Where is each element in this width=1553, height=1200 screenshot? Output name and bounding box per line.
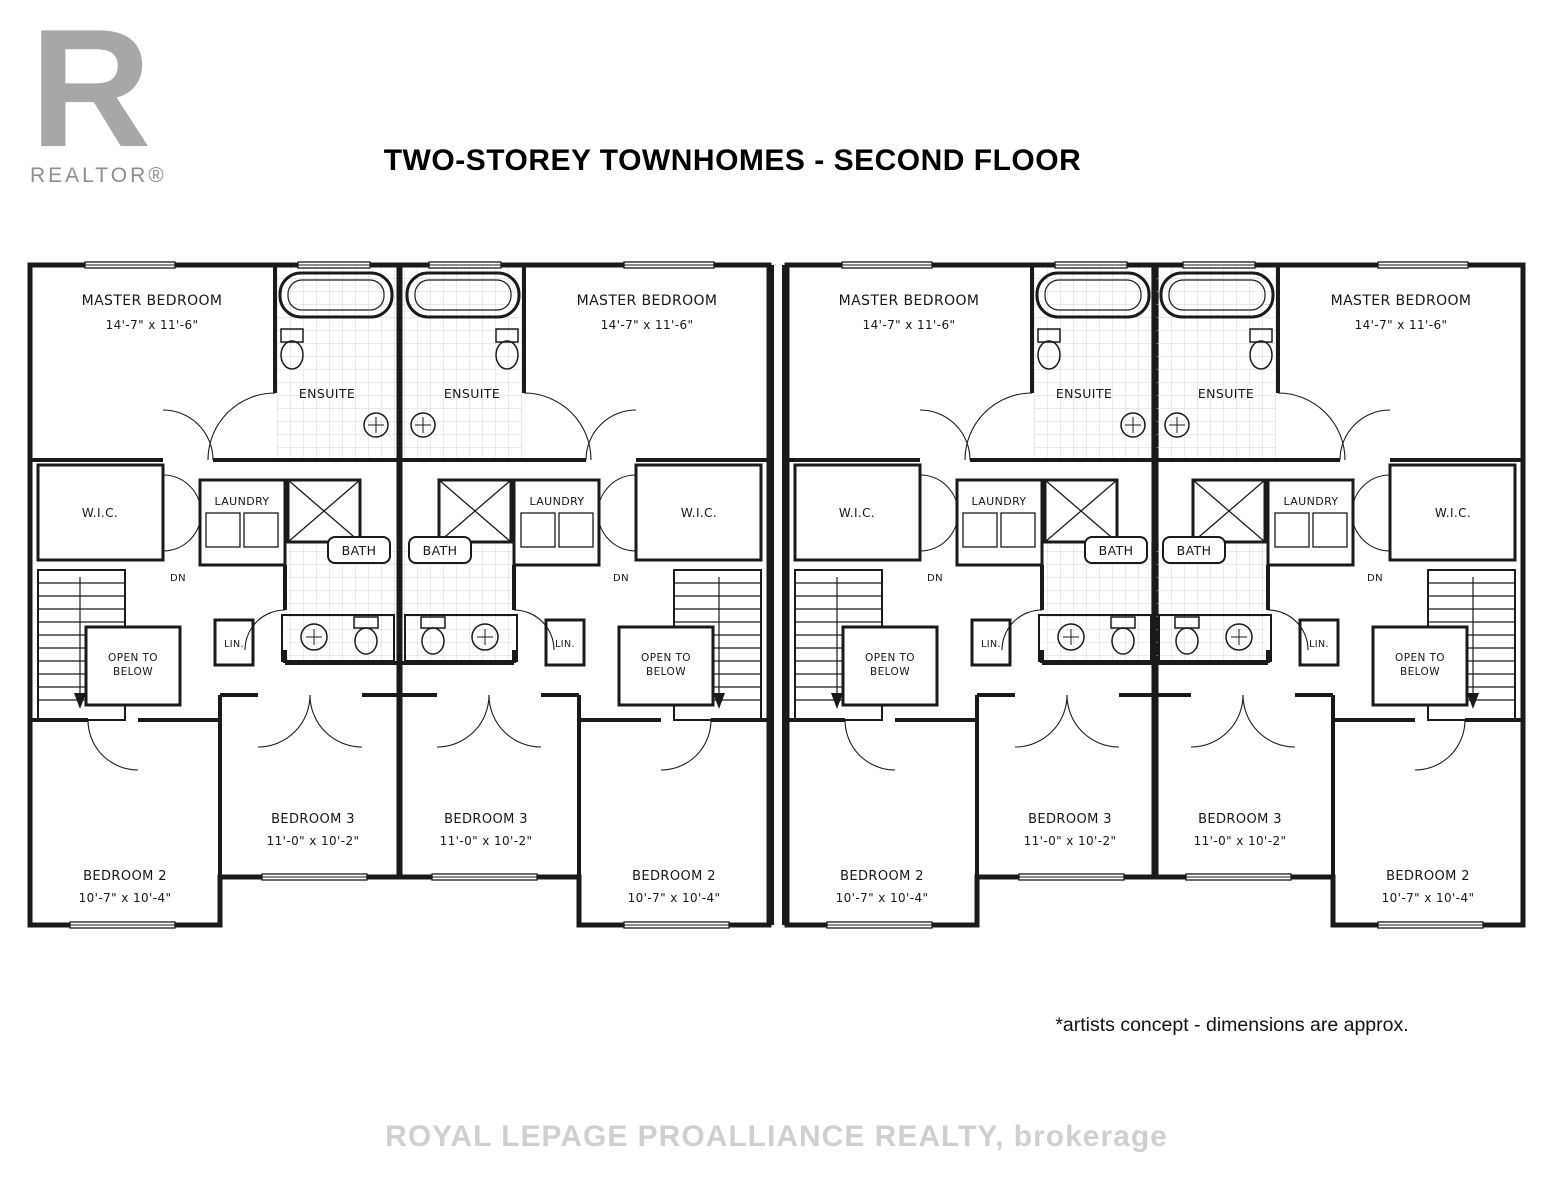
unit-4-linen-label: LIN. xyxy=(1309,639,1329,650)
unit-3-master-bedroom-dims: 14'-7" x 11'-6" xyxy=(863,318,956,332)
unit-2-master-bedroom-dims: 14'-7" x 11'-6" xyxy=(601,318,694,332)
unit-2-bath-label: BATH xyxy=(423,543,458,558)
unit-1-master-bedroom-dims: 14'-7" x 11'-6" xyxy=(106,318,199,332)
unit-3-bedroom2-dims: 10'-7" x 10'-4" xyxy=(836,891,929,905)
unit-2-ensuite-label: ENSUITE xyxy=(444,386,500,401)
unit-2-dn-label: DN xyxy=(613,573,629,584)
unit-2-bedroom2-label: BEDROOM 2 xyxy=(632,869,716,884)
unit-2-laundry-label: LAUNDRY xyxy=(529,495,584,508)
unit-3-bath-label: BATH xyxy=(1099,543,1134,558)
unit-1-bedroom2-dims: 10'-7" x 10'-4" xyxy=(79,891,172,905)
unit-1-bath-label: BATH xyxy=(342,543,377,558)
artists-concept-footnote: *artists concept - dimensions are approx… xyxy=(1055,1014,1409,1036)
unit-2-bedroom3-dims: 11'-0" x 10'-2" xyxy=(440,834,533,848)
unit-2-wic-label: W.I.C. xyxy=(681,506,717,520)
unit-2-bedroom2-dims: 10'-7" x 10'-4" xyxy=(628,891,721,905)
unit-3-linen-label: LIN. xyxy=(981,639,1001,650)
unit-1-laundry-label: LAUNDRY xyxy=(214,495,269,508)
realtor-r-icon: R xyxy=(30,0,152,182)
unit-4-bedroom3-dims: 11'-0" x 10'-2" xyxy=(1194,834,1287,848)
unit-3-geometry xyxy=(787,262,1156,928)
unit-4-bath-label: BATH xyxy=(1177,543,1212,558)
unit-4-wic-label: W.I.C. xyxy=(1435,506,1471,520)
unit-1-dn-label: DN xyxy=(170,573,186,584)
unit-4-ensuite-label: ENSUITE xyxy=(1198,386,1254,401)
unit-4-master-bedroom-dims: 14'-7" x 11'-6" xyxy=(1355,318,1448,332)
unit-3-open-to-below-label-1: OPEN TO xyxy=(865,652,915,664)
unit-4-open-to-below-label-2: BELOW xyxy=(1400,666,1440,678)
unit-1-linen-label: LIN. xyxy=(224,639,244,650)
unit-3-dn-label: DN xyxy=(927,573,943,584)
unit-3-laundry-label: LAUNDRY xyxy=(971,495,1026,508)
unit-4-dn-label: DN xyxy=(1367,573,1383,584)
party-wall-center-left xyxy=(769,265,774,925)
unit-1-geometry xyxy=(30,262,399,928)
page-title: TWO-STOREY TOWNHOMES - SECOND FLOOR xyxy=(383,144,1082,177)
unit-4-bedroom2-dims: 10'-7" x 10'-4" xyxy=(1382,891,1475,905)
unit-2-bedroom3-label: BEDROOM 3 xyxy=(444,812,528,827)
unit-1-master-bedroom-label: MASTER BEDROOM xyxy=(82,293,223,309)
unit-3-master-bedroom-label: MASTER BEDROOM xyxy=(839,293,980,309)
realtor-brand-text: REALTOR® xyxy=(30,164,167,187)
unit-3-bedroom2-label: BEDROOM 2 xyxy=(840,869,924,884)
unit-3-bedroom3-dims: 11'-0" x 10'-2" xyxy=(1024,834,1117,848)
unit-2-linen-label: LIN. xyxy=(555,639,575,650)
unit-4-geometry xyxy=(1154,262,1523,928)
unit-1-bedroom2-label: BEDROOM 2 xyxy=(83,869,167,884)
unit-2-open-to-below-label-1: OPEN TO xyxy=(641,652,691,664)
unit-1-open-to-below-label-2: BELOW xyxy=(113,666,153,678)
unit-4-laundry-label: LAUNDRY xyxy=(1283,495,1338,508)
realtor-logo: R REALTOR® xyxy=(30,4,230,188)
unit-3-bedroom3-label: BEDROOM 3 xyxy=(1028,812,1112,827)
unit-4-bedroom2-label: BEDROOM 2 xyxy=(1386,869,1470,884)
brokerage-watermark: ROYAL LEPAGE PROALLIANCE REALTY, brokera… xyxy=(385,1120,1168,1153)
unit-1-bedroom3-dims: 11'-0" x 10'-2" xyxy=(267,834,360,848)
unit-3-open-to-below-label-2: BELOW xyxy=(870,666,910,678)
unit-1-wic-label: W.I.C. xyxy=(82,506,118,520)
unit-2-master-bedroom-label: MASTER BEDROOM xyxy=(577,293,718,309)
unit-2-geometry xyxy=(400,262,769,928)
unit-3-wic-label: W.I.C. xyxy=(839,506,875,520)
unit-4-bedroom3-label: BEDROOM 3 xyxy=(1198,812,1282,827)
unit-4-master-bedroom-label: MASTER BEDROOM xyxy=(1331,293,1472,309)
unit-2-open-to-below-label-2: BELOW xyxy=(646,666,686,678)
unit-4-open-to-below-label-1: OPEN TO xyxy=(1395,652,1445,664)
unit-1-open-to-below-label-1: OPEN TO xyxy=(108,652,158,664)
unit-1-bedroom3-label: BEDROOM 3 xyxy=(271,812,355,827)
unit-3-ensuite-label: ENSUITE xyxy=(1056,386,1112,401)
unit-1-ensuite-label: ENSUITE xyxy=(299,386,355,401)
